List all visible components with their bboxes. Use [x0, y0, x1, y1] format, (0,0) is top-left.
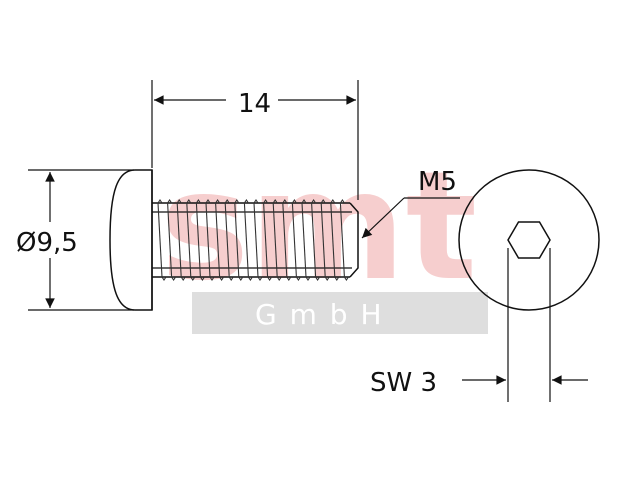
thread-line — [243, 202, 249, 278]
diameter-label: Ø9,5 — [16, 228, 78, 258]
hex-size-label: SW 3 — [370, 368, 437, 398]
thread-crest — [176, 199, 186, 281]
thread-crest — [243, 199, 253, 281]
screw-end-view — [458, 169, 600, 311]
thread-line — [205, 202, 211, 278]
thread-crest — [234, 199, 244, 281]
thread-label: M5 — [418, 167, 457, 197]
watermark-logo: smt G m b H — [160, 140, 488, 334]
watermark-logo-text: smt — [160, 140, 477, 314]
thread-crest — [330, 199, 340, 281]
thread-crest — [320, 199, 330, 281]
thread-callout: M5 — [361, 167, 460, 239]
thread-line — [272, 202, 278, 278]
hex-socket — [507, 221, 551, 259]
thread-crest — [167, 199, 177, 281]
thread-crest — [301, 199, 311, 281]
thread-crest — [157, 199, 167, 281]
hex-size-dimension: SW 3 — [370, 248, 588, 402]
thread-line — [291, 202, 297, 278]
thread-crest — [282, 199, 292, 281]
thread-line — [320, 202, 326, 278]
thread-crest — [291, 199, 301, 281]
thread-crest — [195, 199, 205, 281]
thread-line — [301, 202, 307, 278]
screw-shank — [152, 199, 359, 281]
watermark-band — [192, 292, 488, 334]
length-label: 14 — [238, 89, 271, 119]
thread-crest — [253, 199, 263, 281]
thread-line — [157, 202, 163, 278]
thread-crest — [205, 199, 215, 281]
thread-line — [330, 202, 336, 278]
thread-line — [253, 202, 259, 278]
thread-crest — [263, 199, 273, 281]
thread-lines — [157, 199, 349, 281]
thread-line — [234, 202, 240, 278]
thread-line — [282, 202, 288, 278]
thread-line — [263, 202, 269, 278]
length-dimension: 14 — [151, 80, 359, 200]
thread-crest — [215, 199, 225, 281]
thread-crest — [272, 199, 282, 281]
thread-line — [215, 202, 221, 278]
watermark-band-text: G m b H — [255, 298, 384, 331]
thread-line — [186, 202, 192, 278]
thread-crest — [339, 199, 349, 281]
screw-head — [109, 169, 153, 311]
diameter-dimension: Ø9,5 — [16, 169, 134, 311]
thread-crest — [224, 199, 234, 281]
thread-line — [311, 202, 317, 278]
thread-crest — [186, 199, 196, 281]
thread-line — [339, 202, 345, 278]
thread-line — [167, 202, 173, 278]
thread-crest — [311, 199, 321, 281]
thread-line — [195, 202, 201, 278]
thread-line — [176, 202, 182, 278]
thread-line — [224, 202, 230, 278]
